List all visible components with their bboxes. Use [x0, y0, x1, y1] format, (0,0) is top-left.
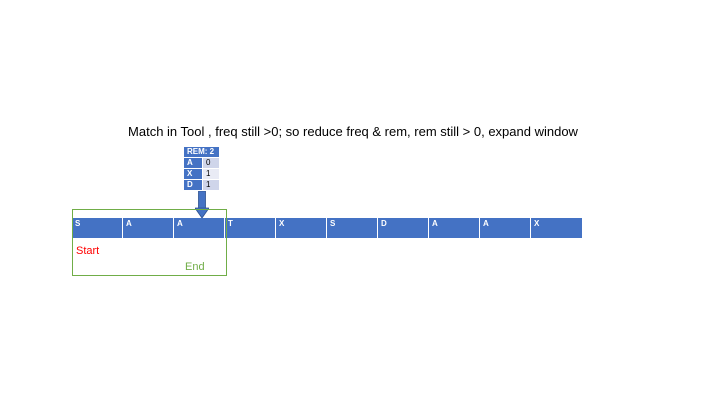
string-cell: A	[429, 218, 480, 238]
sliding-window-outline	[72, 209, 227, 276]
frequency-key: D	[183, 179, 203, 191]
frequency-key: X	[183, 168, 203, 180]
frequency-row: X 1	[183, 168, 220, 180]
string-cell: S	[72, 218, 123, 238]
frequency-value: 1	[202, 168, 220, 180]
slide-caption: Match in Tool , freq still >0; so reduce…	[128, 124, 578, 139]
frequency-value: 1	[202, 179, 220, 191]
frequency-table: REM: 2 A 0 X 1 D 1	[183, 146, 220, 191]
string-cell: A	[123, 218, 174, 238]
string-cell: T	[225, 218, 276, 238]
frequency-key: A	[183, 157, 203, 169]
string-cells-strip: S A A T X S D A A X	[72, 218, 582, 238]
window-end-label: End	[185, 261, 205, 273]
string-cell: S	[327, 218, 378, 238]
remaining-count-header: REM: 2	[183, 146, 220, 158]
string-cell: A	[480, 218, 531, 238]
string-cell: A	[174, 218, 225, 238]
string-cell: X	[531, 218, 582, 238]
frequency-table-header-row: REM: 2	[183, 146, 220, 158]
string-cell: D	[378, 218, 429, 238]
frequency-row: A 0	[183, 157, 220, 169]
frequency-value: 0	[202, 157, 220, 169]
string-cell: X	[276, 218, 327, 238]
frequency-row: D 1	[183, 179, 220, 191]
window-start-label: Start	[76, 245, 100, 257]
